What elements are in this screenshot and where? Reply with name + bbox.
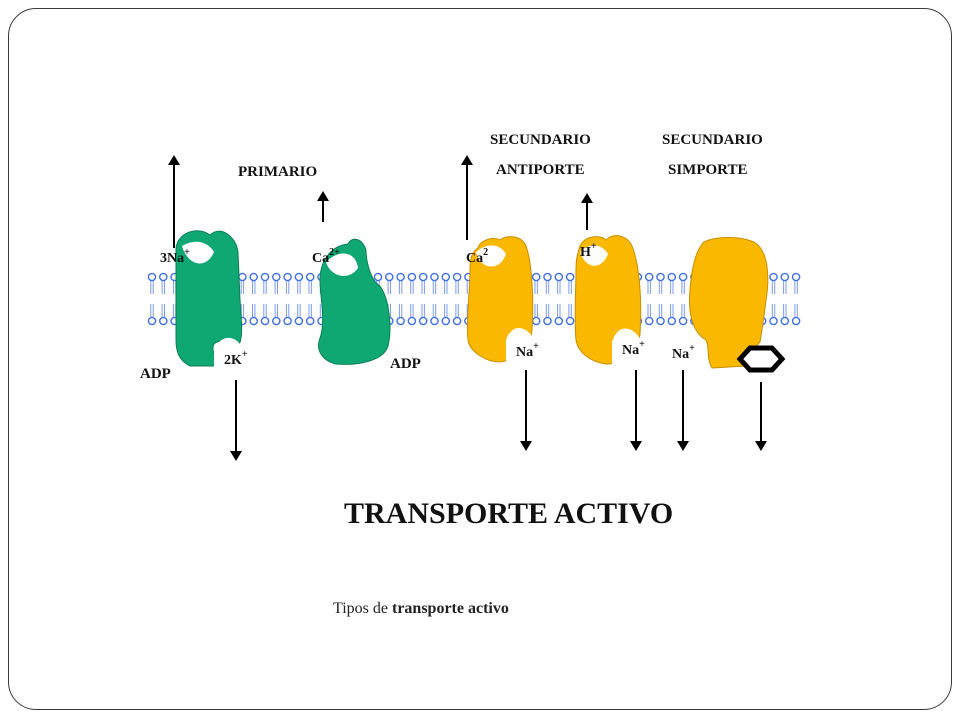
lipid-part xyxy=(554,272,564,282)
caption-bold: transporte activo xyxy=(391,600,509,617)
label-adp-2: ADP xyxy=(390,356,421,372)
label-antiporte: ANTIPORTE xyxy=(496,162,585,178)
lipid-part xyxy=(441,316,451,326)
lipid-part xyxy=(305,272,315,282)
sodium-binding-site xyxy=(182,241,214,264)
lipid-part xyxy=(373,272,383,282)
lipid-part xyxy=(283,316,292,326)
lipid-part xyxy=(644,316,654,326)
lipid-part xyxy=(384,272,394,282)
lipid-part xyxy=(452,272,462,282)
lipid-part xyxy=(430,316,439,326)
proton-binding-site xyxy=(580,245,608,266)
ion-na-proton-antiport: Na+ xyxy=(622,339,645,358)
lipid-part xyxy=(678,316,688,326)
ion-ca-antiport: Ca2 xyxy=(466,247,488,266)
sodium-antiport-site xyxy=(506,327,534,364)
lipid-part xyxy=(249,272,258,282)
label-simporte: SIMPORTE xyxy=(668,162,747,178)
lipid-part xyxy=(238,272,247,282)
diagram-title: TRANSPORTE ACTIVO xyxy=(344,497,673,530)
lipid-part xyxy=(769,316,778,326)
label-primario: PRIMARIO xyxy=(238,164,317,180)
lipid-part xyxy=(543,316,552,326)
lipid-part xyxy=(430,272,439,282)
label-adp-1: ADP xyxy=(140,366,171,382)
ion-2k: 2K+ xyxy=(224,349,248,368)
lipid-part xyxy=(407,272,417,282)
lipid-part xyxy=(305,316,315,326)
lipid-part xyxy=(769,272,778,282)
ion-h: H+ xyxy=(580,241,597,260)
lipid-part xyxy=(147,272,157,282)
lipid-part xyxy=(656,272,665,282)
calcium-antiport-site xyxy=(476,245,506,267)
lipid-part xyxy=(418,272,428,282)
lipid-part xyxy=(441,272,451,282)
lipid-part xyxy=(158,316,168,326)
lipid-part xyxy=(147,316,157,326)
lipid-part xyxy=(678,272,688,282)
lipid-part xyxy=(271,316,281,326)
lipid-part xyxy=(565,272,575,282)
lipid-part xyxy=(644,272,654,282)
potassium-binding-site xyxy=(214,337,240,368)
lipid-part xyxy=(791,272,801,282)
slide-frame xyxy=(8,8,952,710)
lipid-part xyxy=(271,272,281,282)
ion-na-symport: Na+ xyxy=(672,343,695,362)
lipid-part xyxy=(554,316,564,326)
glucose-hexagon-icon xyxy=(736,345,786,373)
lipid-part xyxy=(531,272,541,282)
ion-3na: 3Na+ xyxy=(160,247,190,266)
lipid-part xyxy=(407,316,417,326)
lipid-part xyxy=(667,272,677,282)
lipid-part xyxy=(396,272,405,282)
lipid-part xyxy=(260,272,270,282)
lipid-part xyxy=(780,272,790,282)
caption-normal: Tipos de xyxy=(333,600,392,617)
lipid-part xyxy=(249,316,258,326)
lipid-part xyxy=(780,316,790,326)
label-secundario-antiporte-1: SECUNDARIO xyxy=(490,132,591,148)
lipid-part xyxy=(565,316,575,326)
sodium-binding-site-2 xyxy=(612,328,642,366)
lipid-part xyxy=(531,316,541,326)
lipid-part xyxy=(543,272,552,282)
lipid-part xyxy=(667,316,677,326)
lipid-part xyxy=(294,272,304,282)
ion-ca-primary: Ca2+ xyxy=(312,247,340,266)
lipid-part xyxy=(452,316,462,326)
caption: Tipos de transporte activo xyxy=(333,600,509,618)
lipid-part xyxy=(260,316,270,326)
lipid-part xyxy=(791,316,801,326)
lipid-part xyxy=(418,316,428,326)
lipid-part xyxy=(283,272,292,282)
calcium-binding-site xyxy=(326,253,358,276)
lipid-part xyxy=(158,272,168,282)
sodium-symport-site xyxy=(688,337,707,359)
lipid-part xyxy=(396,316,405,326)
lipid-part xyxy=(294,316,304,326)
lipid-part xyxy=(656,316,665,326)
ion-na-antiport: Na+ xyxy=(516,341,539,360)
label-secundario-simporte-1: SECUNDARIO xyxy=(662,132,763,148)
